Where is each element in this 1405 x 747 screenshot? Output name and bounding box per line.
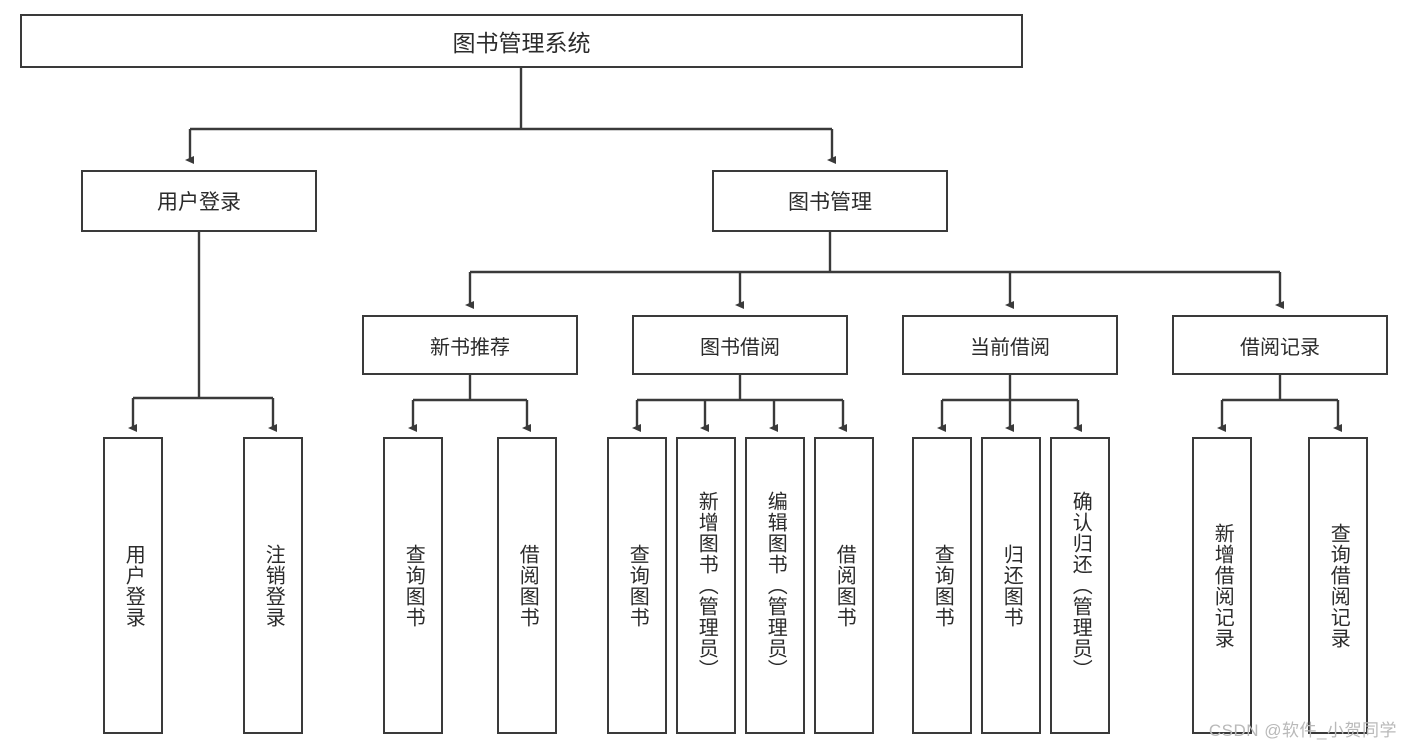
- node-book-borrow-label: 图书借阅: [700, 336, 780, 359]
- leaf-book-borrow-edit[interactable]: 编辑图书（管理员）: [745, 437, 805, 734]
- leaf-label: 注销登录: [262, 543, 285, 628]
- leaf-label: 用户登录: [122, 543, 145, 628]
- node-book-management[interactable]: 图书管理: [712, 170, 948, 232]
- leaf-label: 编辑图书（管理员）: [764, 491, 787, 680]
- node-current-borrow[interactable]: 当前借阅: [902, 315, 1118, 375]
- node-book-borrow[interactable]: 图书借阅: [632, 315, 848, 375]
- leaf-label: 新增图书（管理员）: [695, 491, 718, 680]
- leaf-book-borrow-borrow[interactable]: 借阅图书: [814, 437, 874, 734]
- leaf-current-borrow-query[interactable]: 查询图书: [912, 437, 972, 734]
- node-user-login-label: 用户登录: [157, 191, 241, 214]
- leaf-user-login-login[interactable]: 用户登录: [103, 437, 163, 734]
- leaf-label: 归还图书: [1000, 543, 1023, 628]
- leaf-new-book-borrow[interactable]: 借阅图书: [497, 437, 557, 734]
- leaf-label: 查询借阅记录: [1327, 522, 1350, 649]
- leaf-label: 查询图书: [402, 543, 425, 628]
- node-borrow-record-label: 借阅记录: [1240, 336, 1320, 359]
- leaf-borrow-record-add[interactable]: 新增借阅记录: [1192, 437, 1252, 734]
- leaf-new-book-query[interactable]: 查询图书: [383, 437, 443, 734]
- leaf-label: 查询图书: [626, 543, 649, 628]
- node-book-management-label: 图书管理: [788, 191, 872, 214]
- node-borrow-record[interactable]: 借阅记录: [1172, 315, 1388, 375]
- leaf-current-borrow-confirm-return[interactable]: 确认归还（管理员）: [1050, 437, 1110, 734]
- node-root[interactable]: 图书管理系统: [20, 14, 1023, 68]
- node-new-book-recommend[interactable]: 新书推荐: [362, 315, 578, 375]
- leaf-current-borrow-return[interactable]: 归还图书: [981, 437, 1041, 734]
- leaf-label: 查询图书: [931, 543, 954, 628]
- leaf-borrow-record-query[interactable]: 查询借阅记录: [1308, 437, 1368, 734]
- leaf-label: 借阅图书: [833, 543, 856, 628]
- node-current-borrow-label: 当前借阅: [970, 336, 1050, 359]
- leaf-label: 借阅图书: [516, 543, 539, 628]
- node-user-login[interactable]: 用户登录: [81, 170, 317, 232]
- leaf-user-login-logout[interactable]: 注销登录: [243, 437, 303, 734]
- leaf-label: 新增借阅记录: [1211, 522, 1234, 649]
- leaf-label: 确认归还（管理员）: [1069, 491, 1092, 680]
- node-root-label: 图书管理系统: [452, 30, 591, 56]
- watermark: CSDN @软件_小贺同学: [1208, 721, 1397, 740]
- node-new-book-recommend-label: 新书推荐: [430, 336, 510, 359]
- leaf-book-borrow-query[interactable]: 查询图书: [607, 437, 667, 734]
- leaf-book-borrow-add[interactable]: 新增图书（管理员）: [676, 437, 736, 734]
